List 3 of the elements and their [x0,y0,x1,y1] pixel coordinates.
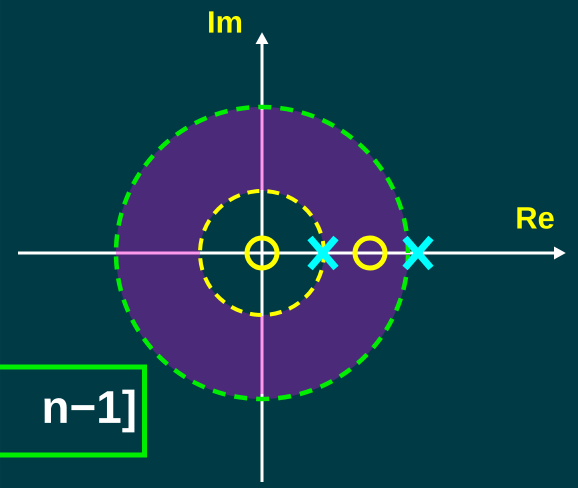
axis-label: Im [209,11,242,33]
text-box: n−1] [0,364,147,458]
axis-label: Re [517,207,554,229]
